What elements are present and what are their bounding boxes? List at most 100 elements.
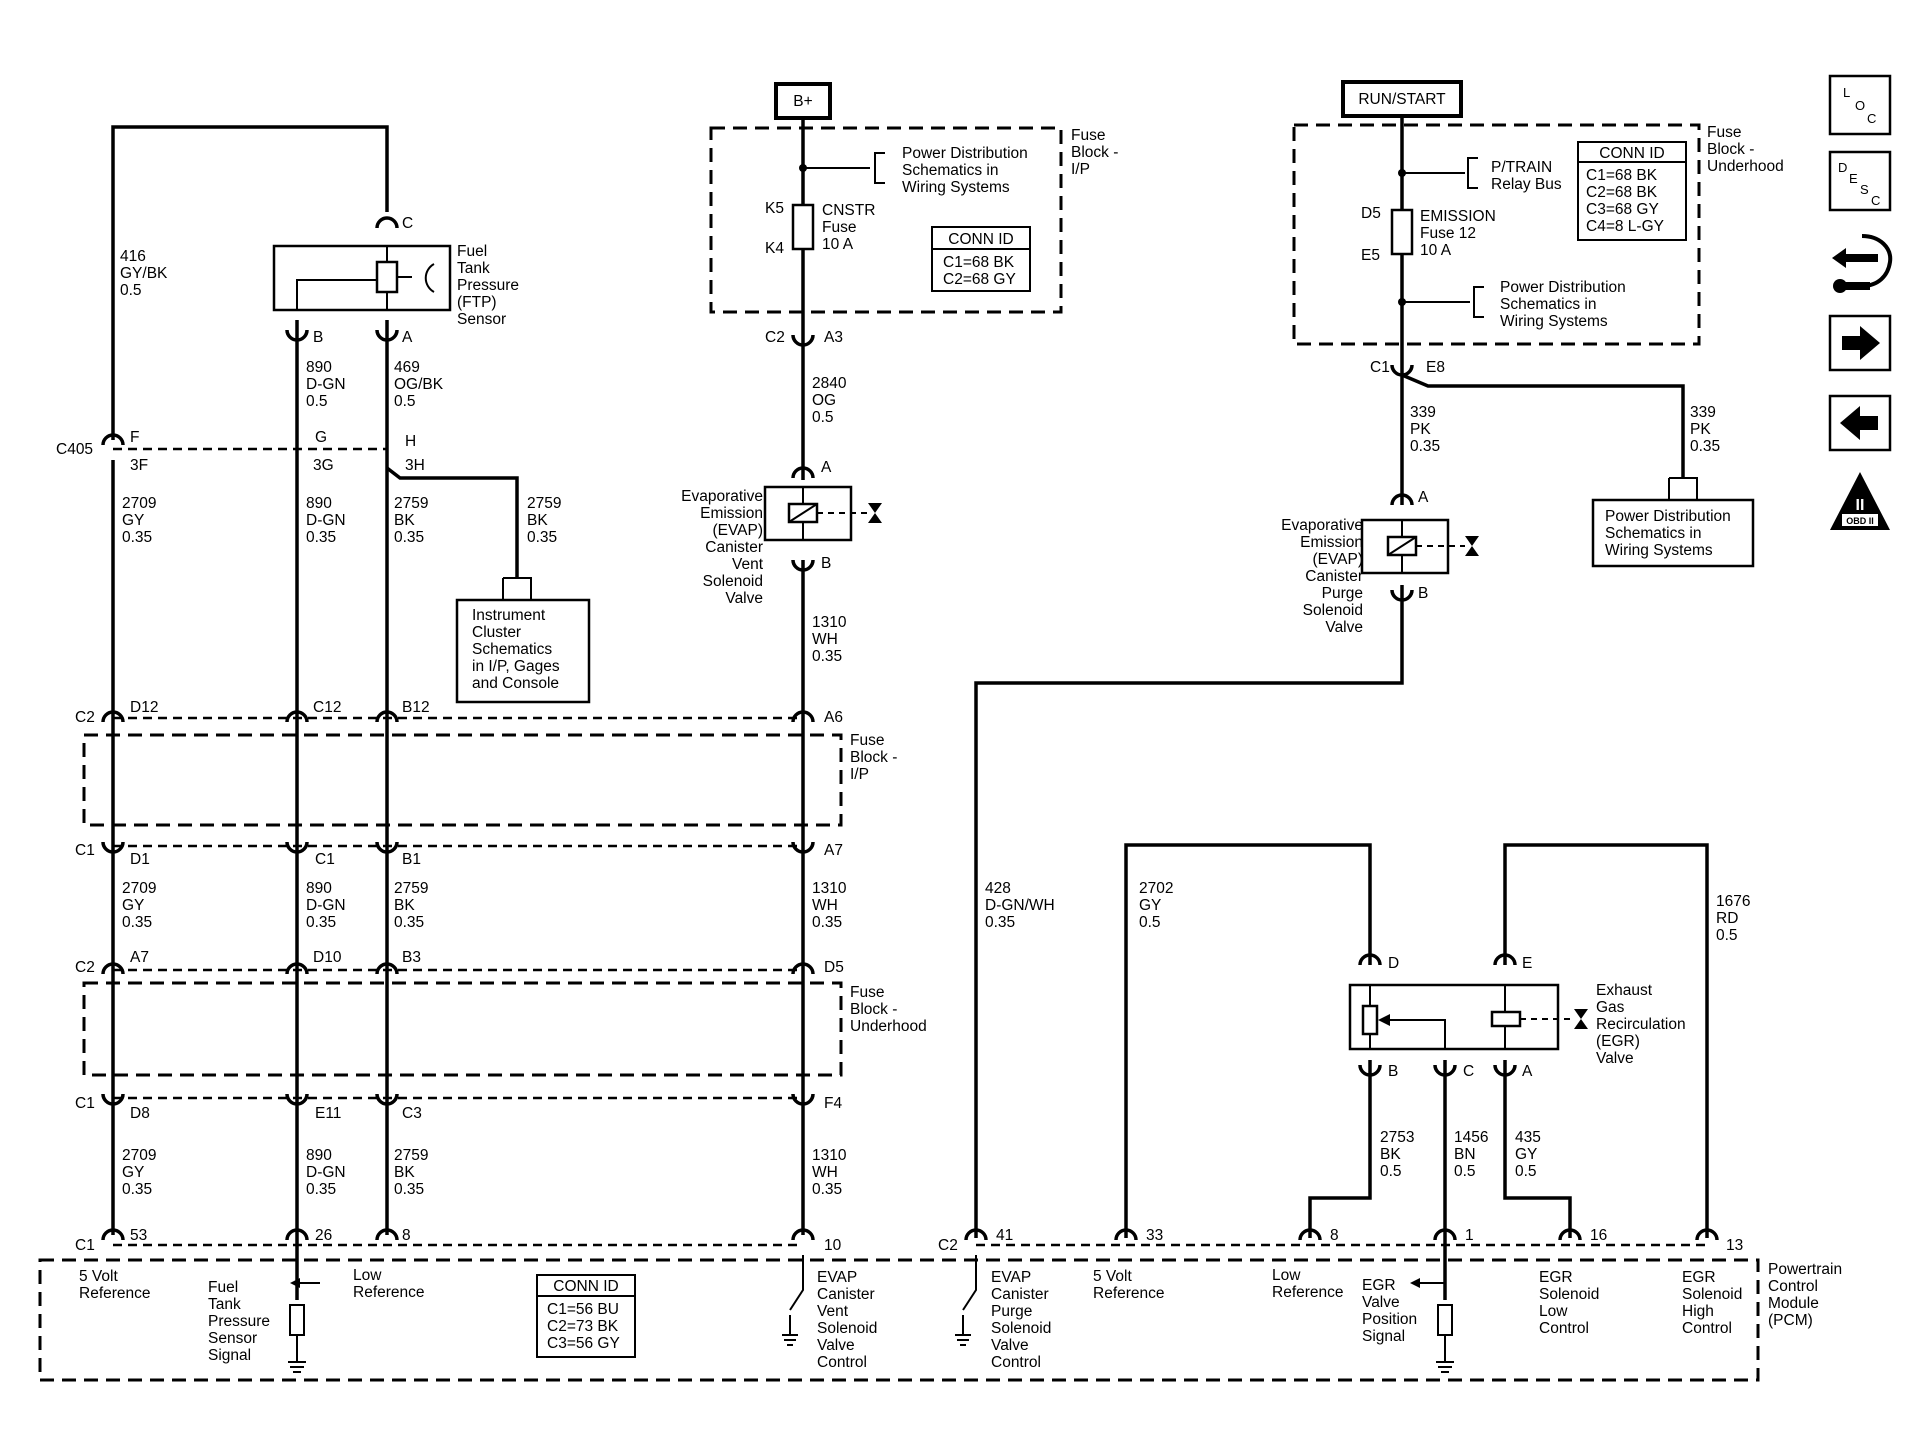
svg-text:A6: A6 [824,709,843,726]
svg-text:Tank: Tank [208,1296,241,1313]
svg-text:16: 16 [1590,1227,1607,1244]
arrow-left-icon[interactable] [1828,394,1892,452]
svg-text:D5: D5 [1361,205,1381,222]
obd-ii-icon[interactable]: II OBD II [1830,472,1890,530]
svg-text:Wiring Systems: Wiring Systems [1500,313,1608,330]
connector-tool-icon[interactable] [1832,234,1893,293]
svg-text:C12: C12 [313,699,341,716]
fuse-block-ip [791,152,1031,292]
svg-text:C1=68 BK: C1=68 BK [1586,167,1658,184]
svg-text:Low: Low [353,1267,382,1284]
svg-text:Canister: Canister [1305,568,1363,585]
svg-text:Relay Bus: Relay Bus [1491,176,1562,193]
svg-text:0.35: 0.35 [985,914,1015,931]
svg-text:BK: BK [394,897,415,914]
fuse-block-underhood-mid-frame [82,981,843,1077]
svg-text:2753: 2753 [1380,1129,1414,1146]
svg-text:High: High [1682,1303,1714,1320]
svg-text:C405: C405 [56,441,93,458]
svg-text:Reference: Reference [353,1284,425,1301]
svg-text:0.35: 0.35 [394,914,424,931]
svg-text:Fuse: Fuse [822,219,856,236]
desc-icon[interactable]: D E S C [1828,150,1892,212]
svg-text:D-GN: D-GN [306,1164,346,1181]
svg-text:Canister: Canister [991,1286,1049,1303]
svg-text:BK: BK [394,512,415,529]
svg-text:D-GN: D-GN [306,376,346,393]
svg-text:C2=68 BK: C2=68 BK [1586,184,1658,201]
svg-text:D-GN/WH: D-GN/WH [985,897,1055,914]
svg-text:II: II [1856,497,1865,514]
svg-text:EVAP: EVAP [991,1269,1031,1286]
svg-text:WH: WH [812,897,838,914]
svg-text:13: 13 [1726,1237,1743,1254]
svg-text:D5: D5 [824,959,844,976]
svg-text:BK: BK [1380,1146,1401,1163]
svg-text:Emission: Emission [1300,534,1363,551]
svg-text:Fuel: Fuel [208,1279,238,1296]
svg-text:Valve: Valve [1325,619,1363,636]
evap-purge-label: Evaporative [1281,517,1363,534]
svg-text:GY: GY [1139,897,1161,914]
svg-text:Cluster: Cluster [472,624,521,641]
svg-text:PK: PK [1410,421,1431,438]
svg-text:C2: C2 [75,709,95,726]
svg-text:G: G [315,429,327,446]
cnstr-fuse-label: CNSTR [822,202,875,219]
svg-text:Block -: Block - [1071,144,1118,161]
svg-text:OBD II: OBD II [1846,516,1874,526]
svg-text:BK: BK [394,1164,415,1181]
connector-labels: C2 A3 C405 F G H 3F 3G 3H C1 E8 C2 D12 C… [56,329,1743,1254]
svg-text:C1=68 BK: C1=68 BK [943,254,1015,271]
svg-text:GY: GY [122,512,144,529]
svg-text:339: 339 [1690,404,1716,421]
svg-text:B: B [313,329,323,346]
svg-text:Position: Position [1362,1311,1417,1328]
svg-text:GY: GY [122,1164,144,1181]
pcm-internals [288,1255,1454,1373]
svg-text:E11: E11 [315,1105,341,1122]
svg-text:0.35: 0.35 [122,1181,152,1198]
svg-text:0.35: 0.35 [394,1181,424,1198]
svg-text:C: C [1871,193,1880,208]
svg-text:(EVAP): (EVAP) [712,522,763,539]
svg-text:GY: GY [122,897,144,914]
power-distribution-box [1591,498,1755,568]
loc-icon[interactable]: L O C [1828,74,1892,136]
arrow-right-icon[interactable] [1828,314,1892,372]
svg-text:C1: C1 [315,851,335,868]
svg-text:Signal: Signal [208,1347,251,1364]
svg-text:Reference: Reference [1093,1285,1165,1302]
svg-text:D-GN: D-GN [306,512,346,529]
svg-text:0.35: 0.35 [306,1181,336,1198]
wires [111,118,1709,1300]
svg-text:3F: 3F [130,457,148,474]
svg-text:Recirculation: Recirculation [1596,1016,1686,1033]
fuse-block-ip-mid-title: Fuse [850,732,884,749]
svg-text:1310: 1310 [812,614,847,631]
svg-text:1: 1 [1465,1227,1474,1244]
evap-vent-solenoid [763,485,882,542]
svg-text:A: A [1418,489,1429,506]
svg-text:Pressure: Pressure [457,277,519,294]
svg-text:Purge: Purge [1322,585,1363,602]
svg-text:OG/BK: OG/BK [394,376,444,393]
svg-text:Valve: Valve [817,1337,855,1354]
svg-text:0.35: 0.35 [306,914,336,931]
svg-text:Solenoid: Solenoid [703,573,763,590]
svg-text:WH: WH [812,1164,838,1181]
svg-text:416: 416 [120,248,146,265]
svg-text:890: 890 [306,1147,332,1164]
svg-text:(EGR): (EGR) [1596,1033,1640,1050]
svg-text:2709: 2709 [122,1147,156,1164]
svg-text:EGR: EGR [1682,1269,1716,1286]
svg-text:Block -: Block - [1707,141,1754,158]
